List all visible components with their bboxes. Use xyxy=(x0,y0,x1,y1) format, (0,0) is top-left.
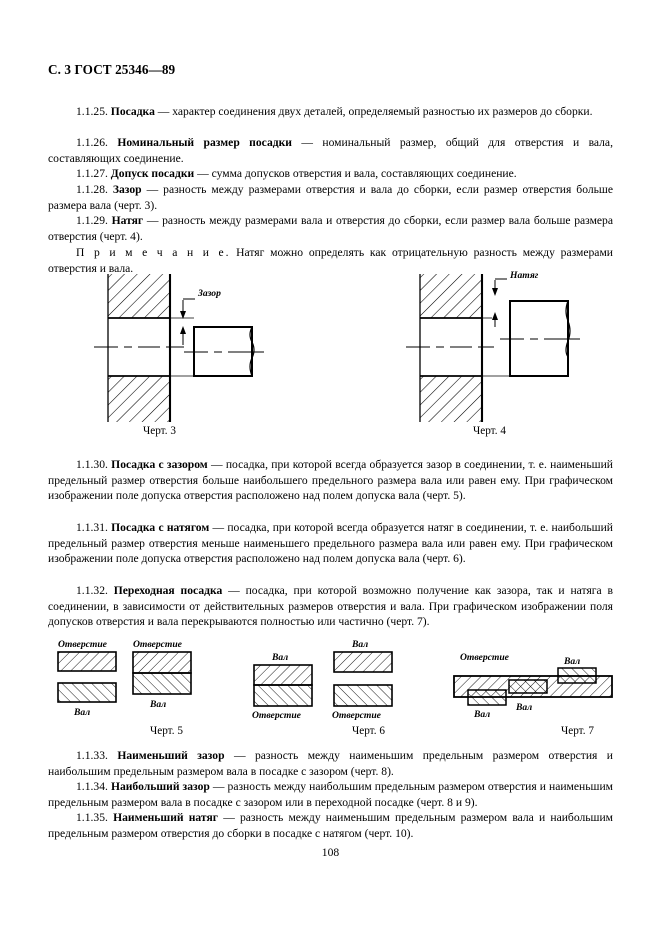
clause-1-1-33: 1.1.33. Наименьший зазор — разность межд… xyxy=(48,748,613,779)
figure-5-shaft-label-right: Вал xyxy=(149,699,166,710)
clause-term: Допуск посадки xyxy=(110,167,195,180)
clause-term: Посадка с зазором xyxy=(111,458,208,471)
clause-text: — сумма допусков отверстия и вала, соста… xyxy=(194,167,517,180)
clause-number: 1.1.25. xyxy=(76,105,108,118)
centre-lines xyxy=(406,338,580,348)
figure-6-shaft-label-left: Вал xyxy=(271,652,288,663)
clause-term: Посадка xyxy=(110,105,155,118)
figure-6-shaft-zone-right xyxy=(333,651,393,673)
clause-number: 1.1.30. xyxy=(76,458,108,471)
clause-text: — посадка, при которой всегда образуется… xyxy=(48,458,613,503)
figure-5-shaft-zone-left xyxy=(57,682,117,703)
clause-text: — номинальный размер, общий для отверсти… xyxy=(48,136,613,165)
hole-body-lower xyxy=(107,375,170,422)
clause-term: Посадка с натягом xyxy=(111,521,210,534)
clause-term: Натяг xyxy=(111,214,144,227)
clearance-dimension xyxy=(180,298,195,345)
clause-1-1-35: 1.1.35. Наименьший натяг — разность межд… xyxy=(48,810,613,841)
figure-6-shaft-label-right: Вал xyxy=(351,639,368,650)
figure-5-hole-zone-left xyxy=(57,651,117,672)
clause-number: 1.1.34. xyxy=(76,780,108,793)
figure-5-shaft-zone-right xyxy=(132,672,192,695)
hole-body-upper xyxy=(419,274,482,319)
figure-5-hole-label-right: Отверстие xyxy=(133,639,183,650)
figure-4-caption: Черт. 4 xyxy=(473,425,506,437)
figure-6-shaft-zone-left xyxy=(253,664,313,686)
clause-1-1-34: 1.1.34. Наибольший зазор — разность межд… xyxy=(48,779,613,810)
figure-7-shaft-label-1: Вал xyxy=(473,709,490,720)
figure-3-caption: Черт. 3 xyxy=(143,425,176,437)
clause-1-1-25: 1.1.25. Посадка — характер соединения дв… xyxy=(48,104,613,120)
figure-6-hole-zone-right xyxy=(333,684,393,707)
clause-term: Номинальный размер посадки xyxy=(117,136,292,149)
hole-body-upper xyxy=(107,274,170,319)
page-header: С. 3 ГОСТ 25346—89 xyxy=(48,62,176,77)
clause-1-1-30: 1.1.30. Посадка с зазором — посадка, при… xyxy=(48,457,613,504)
figure-7-shaft-zone-1 xyxy=(467,689,507,706)
figure-6-hole-zone-left xyxy=(253,684,313,707)
figure-7-shaft-zone-3 xyxy=(557,667,597,684)
figure-4-drawing: Натяг xyxy=(400,270,650,424)
clause-number: 1.1.31. xyxy=(76,521,108,534)
figure-5-drawing: Отверстие Вал Отверстие Вал xyxy=(40,632,210,720)
clause-1-1-31: 1.1.31. Посадка с натягом — посадка, при… xyxy=(48,520,613,567)
figure-7-hole-label: Отверстие xyxy=(460,652,510,663)
clause-1-1-26: 1.1.26. Номинальный размер посадки — ном… xyxy=(48,135,613,166)
interference-dimension xyxy=(492,278,507,327)
shaft-outline xyxy=(509,300,571,377)
page-number: 108 xyxy=(321,846,340,859)
figure-7-drawing: Отверстие Вал Вал Вал xyxy=(446,632,646,720)
figure-6-hole-label-right: Отверстие xyxy=(332,710,382,721)
figure-7-caption: Черт. 7 xyxy=(561,725,594,737)
figure-6-caption: Черт. 6 xyxy=(352,725,385,737)
clause-text: — разность между размерами вала и отверс… xyxy=(48,214,613,243)
clause-1-1-29: 1.1.29. Натяг — разность между размерами… xyxy=(48,213,613,244)
figure-7-shaft-zone-2 xyxy=(508,679,548,694)
clause-term: Наибольший зазор xyxy=(110,780,210,793)
figure-6-hole-label-left: Отверстие xyxy=(252,710,302,721)
figure-5-hole-label-left: Отверстие xyxy=(58,639,108,650)
figure-7-shaft-label-2: Вал xyxy=(515,702,532,713)
clause-text: — разность между наименьшим предельным р… xyxy=(48,811,614,840)
clause-number: 1.1.28. xyxy=(76,183,108,196)
figure-6-drawing: Вал Отверстие Вал Отверстие xyxy=(244,632,434,721)
figure-5-caption: Черт. 5 xyxy=(150,725,183,737)
clause-number: 1.1.32. xyxy=(76,584,108,597)
hole-body-lower xyxy=(419,375,482,422)
clause-number: 1.1.33. xyxy=(76,749,108,762)
page-content: С. 3 ГОСТ 25346—89 1.1.25. Посадка — хар… xyxy=(48,0,613,936)
clause-text: — посадка, при которой возможно получени… xyxy=(48,584,613,629)
clause-1-1-28: 1.1.28. Зазор — разность между размерами… xyxy=(48,182,613,213)
clause-term: Зазор xyxy=(112,183,142,196)
clause-1-1-27: 1.1.27. Допуск посадки — сумма допусков … xyxy=(48,166,613,182)
clause-text: — посадка, при которой всегда образуется… xyxy=(48,521,613,566)
figure-7-shaft-label-3: Вал xyxy=(563,656,580,667)
clause-term: Переходная посадка xyxy=(113,584,223,597)
note-label: П р и м е ч а н и е. xyxy=(76,246,231,259)
note-text: Натяг можно определять как отрицательную… xyxy=(48,246,613,275)
figure-3-annotation: Зазор xyxy=(197,288,221,299)
shaft-outline xyxy=(193,326,255,377)
clause-number: 1.1.29. xyxy=(76,214,108,227)
clause-term: Наименьший зазор xyxy=(117,749,225,762)
clause-term: Наименьший натяг xyxy=(113,811,219,824)
note-natyag: П р и м е ч а н и е. Натяг можно определ… xyxy=(48,245,613,276)
figure-5-hole-zone-right xyxy=(132,651,192,674)
clause-text: — разность между размерами отверстия и в… xyxy=(48,183,613,212)
clause-1-1-32: 1.1.32. Переходная посадка — посадка, пр… xyxy=(48,583,613,630)
figure-4-annotation: Натяг xyxy=(509,270,539,281)
clause-text: — характер соединения двух деталей, опре… xyxy=(154,105,593,118)
clause-text: — разность между наименьшим предельным р… xyxy=(48,749,613,778)
centre-lines xyxy=(94,346,264,353)
figure-3-drawing: Зазор xyxy=(88,272,338,424)
clause-number: 1.1.27. xyxy=(76,167,108,180)
clause-number: 1.1.26. xyxy=(76,136,108,149)
clause-number: 1.1.35. xyxy=(76,811,108,824)
figure-5-shaft-label-left: Вал xyxy=(73,707,90,718)
clause-text: — разность между наибольшим предельным р… xyxy=(48,780,613,809)
